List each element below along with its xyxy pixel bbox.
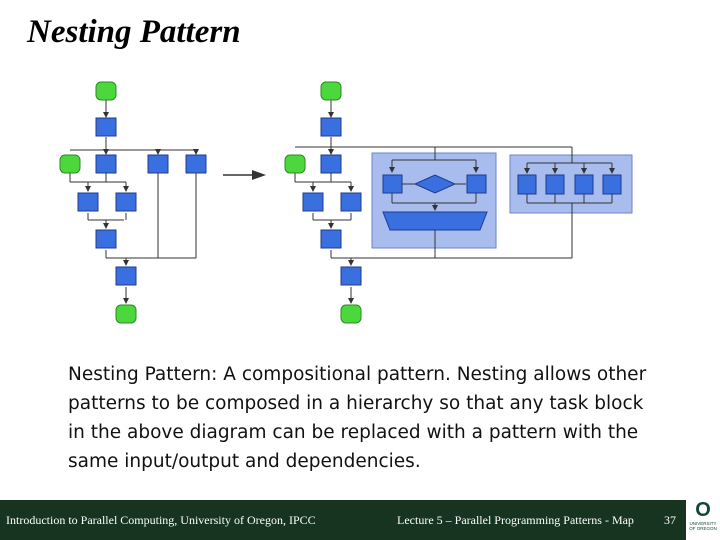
task-block [340,266,362,286]
task-block [77,192,99,212]
logo-mark: O [695,499,711,521]
left-task-graph [69,100,199,304]
task-block [545,174,565,195]
left-nodes [59,81,207,324]
task-block [115,192,137,212]
task-block [602,174,622,195]
output-node [340,304,362,324]
nested-pattern-panel [371,152,497,249]
footer-bar [0,500,720,540]
description-text: : A compositional pattern. Nesting allow… [68,364,647,472]
task-block [340,192,362,212]
task-block [302,192,324,212]
input-node [95,81,117,101]
task-block [320,229,342,249]
right-task-graph [294,100,615,304]
task-block [95,117,117,137]
output-node [115,304,137,324]
input-node [284,154,306,174]
task-block [466,174,487,194]
input-node [59,154,81,174]
task-block [320,117,342,137]
slide-description: Nesting Pattern: A compositional pattern… [68,360,648,476]
description-term: Nesting Pattern [68,364,212,385]
footer-course-title: Introduction to Parallel Computing, Univ… [6,513,316,527]
nesting-pattern-diagram [59,81,633,324]
footer-lecture-title: Lecture 5 – Parallel Programming Pattern… [397,513,634,527]
reduction-trapezoid [382,211,488,231]
decision-diamond [413,174,457,194]
task-block [382,174,403,194]
task-block [185,154,207,174]
input-node [320,81,342,101]
task-block [320,154,342,174]
transform-arrow [223,170,266,180]
slide-number: 37 [664,513,676,527]
right-nodes [284,81,622,324]
task-block [147,154,169,174]
slide-title: Nesting Pattern [27,14,241,50]
task-block [95,154,117,174]
task-block [517,174,537,195]
task-block [115,266,137,286]
task-block [574,174,594,195]
task-block [95,229,117,249]
